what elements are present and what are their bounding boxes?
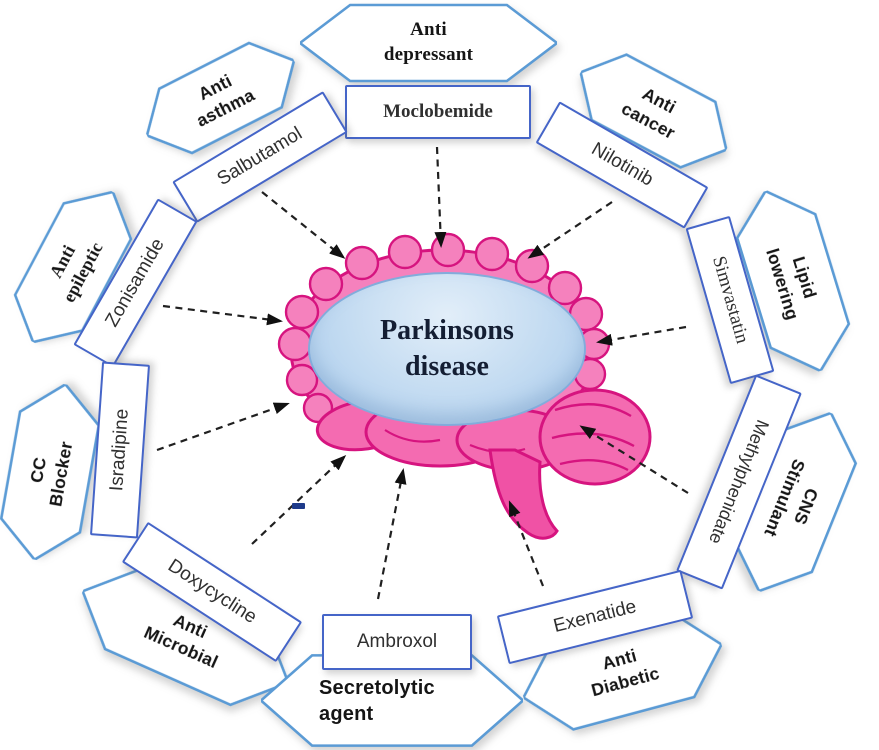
arrow-antiepileptic — [162, 304, 283, 326]
center-label: Parkinsons disease — [380, 314, 514, 382]
center-ellipse: Parkinsons disease — [308, 272, 586, 426]
arrow-lipidlowering — [596, 325, 687, 346]
drug-box-ambroxol: Ambroxol — [322, 614, 472, 670]
arrow-cnsstimulant — [579, 425, 689, 494]
category-shape-antidepressant: Anti depressant — [300, 3, 557, 83]
category-shape-ccblocker: CC Blocker — [0, 377, 107, 567]
stray-mark — [292, 503, 305, 509]
category-label-secretolytic: Secretolytic agent — [319, 676, 435, 725]
arrow-ccblocker — [156, 402, 290, 452]
category-label-antidepressant: Anti depressant — [383, 19, 474, 65]
arrow-secretolytic — [376, 468, 407, 600]
drug-label-isradipine: Isradipine — [106, 408, 133, 492]
arrow-antiasthma — [261, 191, 346, 259]
brain-stem — [488, 448, 559, 540]
arrow-antidiabetic — [508, 500, 545, 587]
arrow-anticancer — [527, 201, 613, 259]
drug-box-moclobemide: Moclobemide — [345, 85, 531, 139]
arrow-antimicrobial — [251, 454, 347, 545]
arrow-antidepressant — [434, 146, 447, 248]
category-shape-lipidlowering: Lipid lowering — [724, 179, 861, 384]
drug-label-moclobemide: Moclobemide — [383, 101, 493, 122]
drug-label-exenatide: Exenatide — [551, 596, 639, 637]
category-shape-secretolytic: Secretolytic agent — [261, 653, 523, 748]
drug-label-ambroxol: Ambroxol — [356, 631, 438, 652]
category-shape-antiasthma: Anti asthma — [130, 27, 312, 170]
